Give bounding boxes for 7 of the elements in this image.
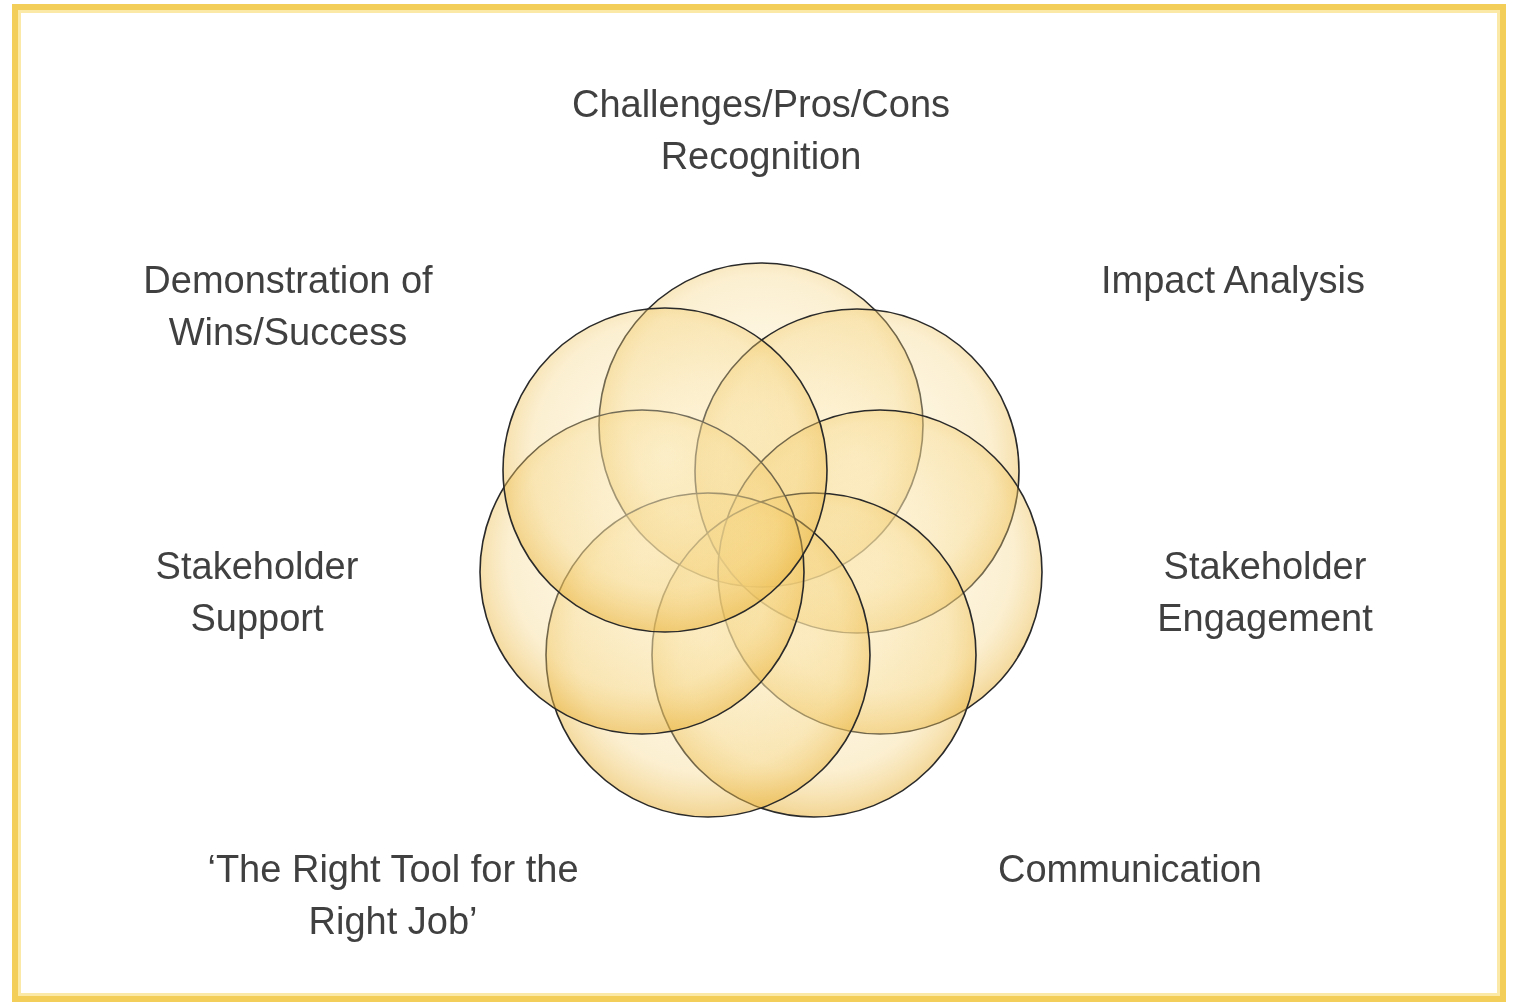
category-label: Stakeholder Support	[154, 544, 360, 641]
category-label: Stakeholder Engagement	[1156, 544, 1374, 641]
category-label: Communication	[997, 847, 1263, 892]
category-label: Impact Analysis	[1100, 258, 1366, 303]
category-label: Challenges/Pros/Cons Recognition	[570, 82, 952, 179]
category-label: ‘The Right Tool for the Right Job’	[206, 847, 580, 944]
category-label: Demonstration of Wins/Success	[142, 258, 434, 355]
